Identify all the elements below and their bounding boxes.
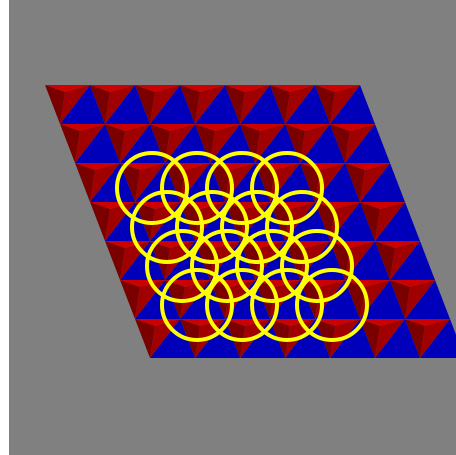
render-viewport <box>9 0 456 455</box>
